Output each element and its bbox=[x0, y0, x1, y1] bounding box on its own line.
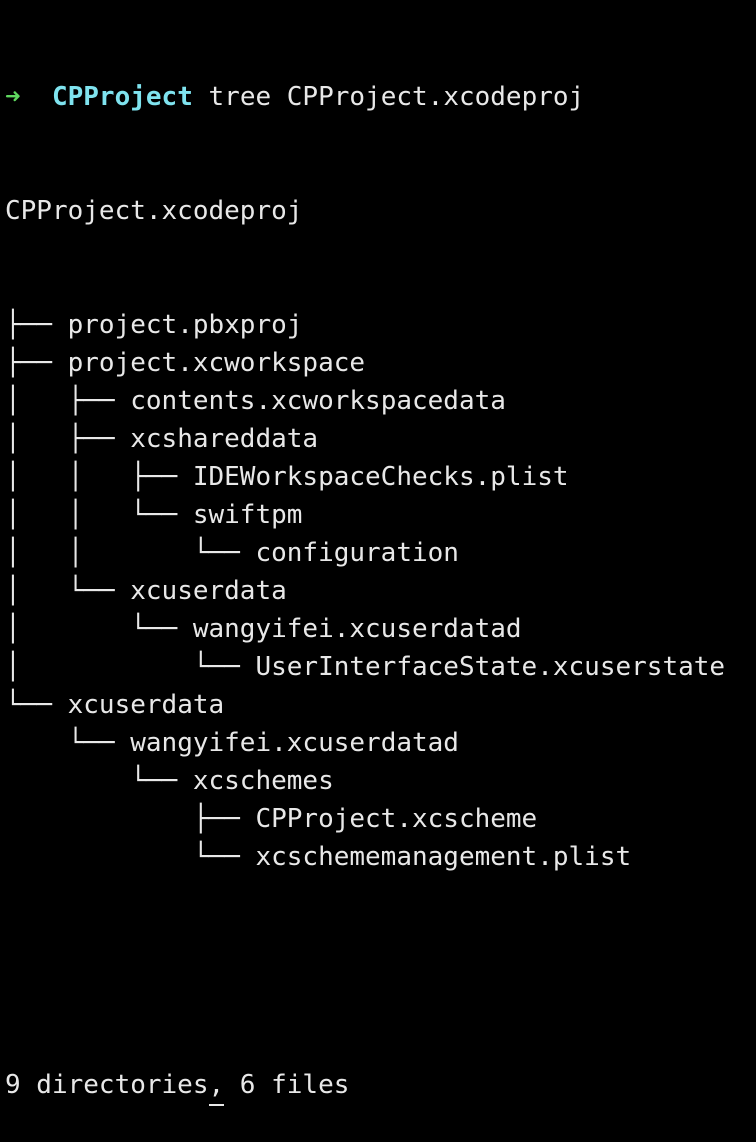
tree-entry-name: contents.xcworkspacedata bbox=[130, 386, 506, 416]
terminal-output[interactable]: ➜ CPProject tree CPProject.xcodeproj CPP… bbox=[0, 0, 756, 1106]
tree-branch-prefix: └── bbox=[5, 690, 68, 720]
tree-entry-name: wangyifei.xcuserdatad bbox=[192, 614, 522, 644]
tree-entry-name: IDEWorkspaceChecks.plist bbox=[192, 462, 569, 492]
tree-entry-name: swiftpm bbox=[192, 500, 303, 530]
tree-entry-name: xcuserdata bbox=[67, 690, 225, 720]
text-cursor: , bbox=[208, 1066, 225, 1106]
tree-entry-name: xcschememanagement.plist bbox=[255, 842, 632, 872]
tree-entry: │ └── wangyifei.xcuserdatad bbox=[5, 610, 756, 648]
tree-entry-name: project.xcworkspace bbox=[67, 348, 366, 378]
tree-entry-name: UserInterfaceState.xcuserstate bbox=[255, 652, 726, 682]
prompt-arrow-icon: ➜ bbox=[5, 82, 21, 112]
tree-entry-name: CPProject.xcscheme bbox=[255, 804, 538, 834]
tree-branch-prefix: ├── bbox=[5, 804, 256, 834]
tree-entry: ├── CPProject.xcscheme bbox=[5, 800, 756, 838]
tree-branch-prefix: │ ├── bbox=[5, 424, 131, 454]
prompt-command: tree CPProject.xcodeproj bbox=[208, 82, 585, 112]
tree-branch-prefix: └── bbox=[5, 766, 193, 796]
blank-line bbox=[5, 952, 756, 990]
prompt-directory: CPProject bbox=[51, 82, 193, 112]
tree-entry: └── xcschemes bbox=[5, 762, 756, 800]
tree-branch-prefix: ├── bbox=[5, 310, 68, 340]
tree-entry-name: xcschemes bbox=[192, 766, 334, 796]
summary-files: 6 files bbox=[224, 1070, 350, 1100]
tree-entry-name: project.pbxproj bbox=[67, 310, 303, 340]
tree-lines: ├── project.pbxproj├── project.xcworkspa… bbox=[5, 306, 756, 876]
tree-entry: └── xcuserdata bbox=[5, 686, 756, 724]
summary-line: 9 directories, 6 files bbox=[5, 1066, 756, 1106]
tree-entry-name: configuration bbox=[255, 538, 459, 568]
tree-entry-name: xcuserdata bbox=[130, 576, 287, 606]
tree-entry: └── wangyifei.xcuserdatad bbox=[5, 724, 756, 762]
tree-entry: │ │ └── swiftpm bbox=[5, 496, 756, 534]
tree-entry: │ └── UserInterfaceState.xcuserstate bbox=[5, 648, 756, 686]
tree-branch-prefix: │ └── bbox=[5, 652, 256, 682]
tree-entry: └── xcschememanagement.plist bbox=[5, 838, 756, 876]
tree-entry: ├── project.pbxproj bbox=[5, 306, 756, 344]
tree-root: CPProject.xcodeproj bbox=[5, 196, 303, 226]
tree-branch-prefix: │ │ └── bbox=[5, 538, 256, 568]
summary-directories: 9 directories bbox=[5, 1070, 209, 1100]
prompt-line: ➜ CPProject tree CPProject.xcodeproj bbox=[5, 78, 756, 116]
tree-branch-prefix: └── bbox=[5, 728, 131, 758]
tree-branch-prefix: │ │ ├── bbox=[5, 462, 193, 492]
tree-entry: │ │ ├── IDEWorkspaceChecks.plist bbox=[5, 458, 756, 496]
tree-entry: ├── project.xcworkspace bbox=[5, 344, 756, 382]
tree-branch-prefix: │ ├── bbox=[5, 386, 131, 416]
tree-branch-prefix: ├── bbox=[5, 348, 68, 378]
tree-entry: │ ├── contents.xcworkspacedata bbox=[5, 382, 756, 420]
tree-entry: │ ├── xcshareddata bbox=[5, 420, 756, 458]
tree-branch-prefix: │ └── bbox=[5, 614, 193, 644]
tree-entry: │ └── xcuserdata bbox=[5, 572, 756, 610]
tree-entry: │ │ └── configuration bbox=[5, 534, 756, 572]
tree-branch-prefix: │ └── bbox=[5, 576, 131, 606]
tree-entry-name: wangyifei.xcuserdatad bbox=[130, 728, 459, 758]
tree-entry-name: xcshareddata bbox=[130, 424, 319, 454]
tree-branch-prefix: │ │ └── bbox=[5, 500, 193, 530]
tree-branch-prefix: └── bbox=[5, 842, 256, 872]
